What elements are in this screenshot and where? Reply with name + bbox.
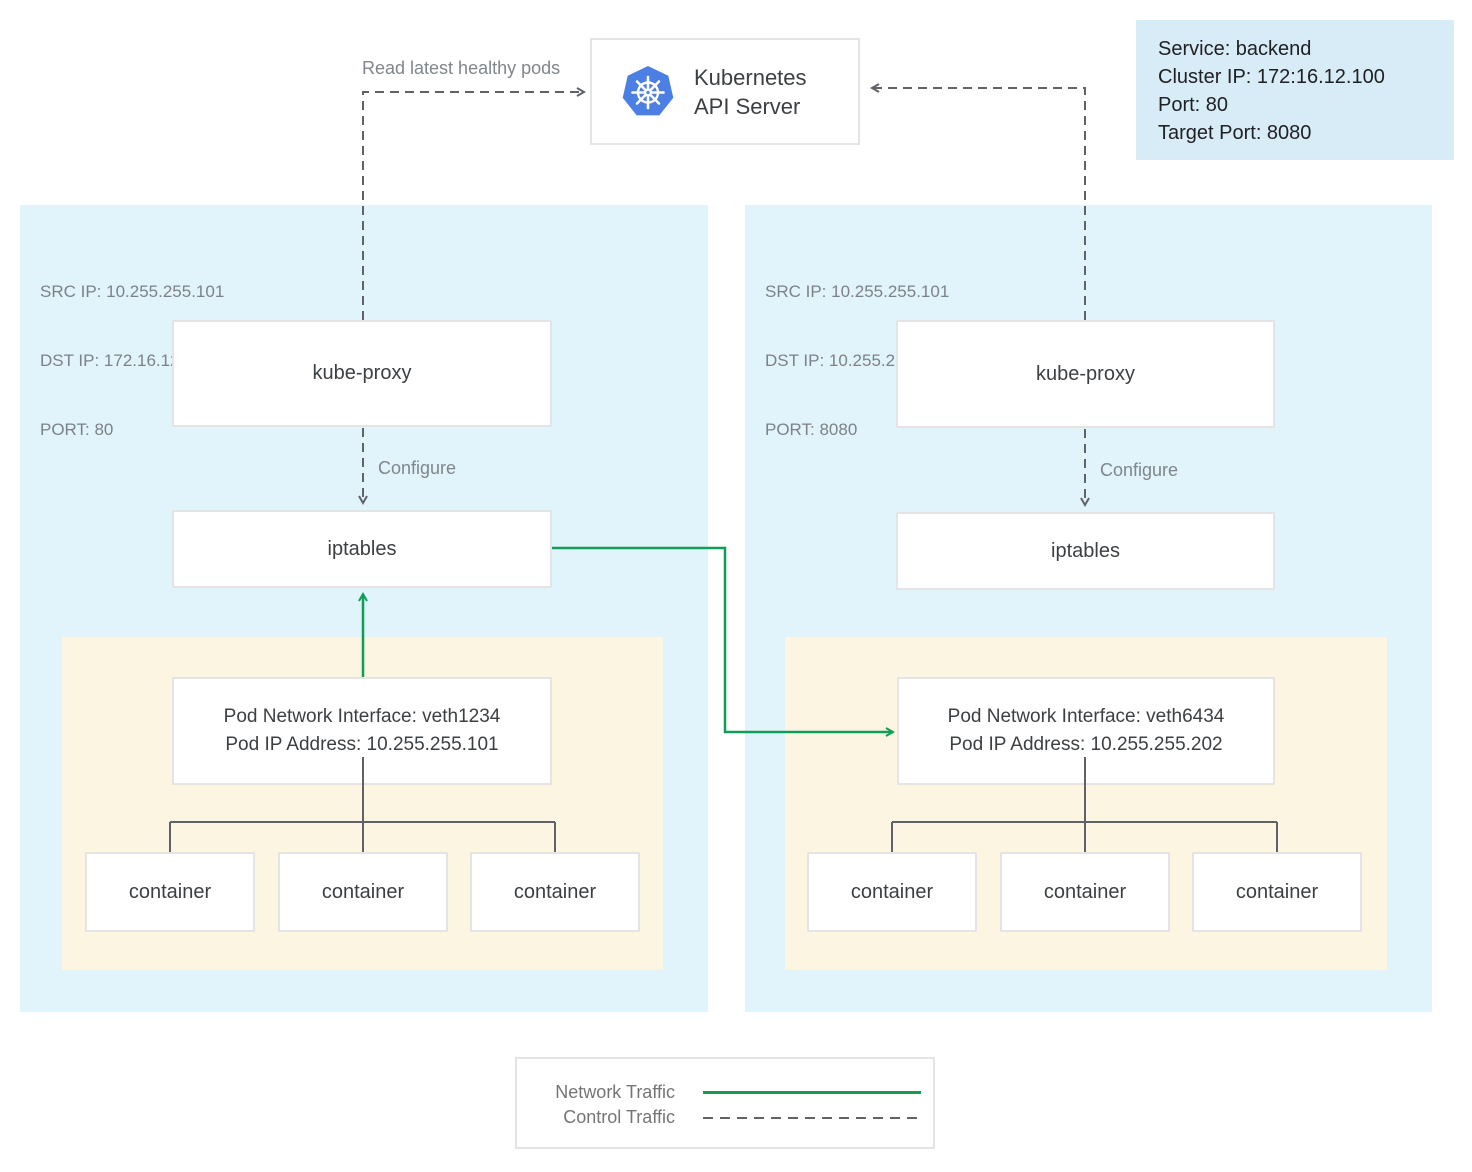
container-label: container bbox=[1235, 880, 1319, 903]
pod-interface-name-right: Pod Network Interface: veth6434 bbox=[947, 706, 1225, 727]
api-server-title-line2: API Server bbox=[694, 93, 801, 119]
read-latest-healthy-pods-label: Read latest healthy pods bbox=[362, 58, 561, 78]
api-server-box: Kubernetes API Server bbox=[590, 38, 860, 145]
legend-network-label: Network Traffic bbox=[555, 1082, 675, 1102]
legend-row-control: Control Traffic bbox=[517, 1105, 933, 1130]
kube-proxy-label-left: kube-proxy bbox=[312, 362, 412, 384]
pod-ip-right: Pod IP Address: 10.255.255.202 bbox=[949, 734, 1223, 755]
service-port: Port: 80 bbox=[1158, 94, 1229, 116]
pod-interface-name-left: Pod Network Interface: veth1234 bbox=[223, 706, 501, 727]
pod-interface-box-right: Pod Network Interface: veth6434 Pod IP A… bbox=[897, 677, 1275, 785]
iptables-label-left: iptables bbox=[327, 537, 397, 560]
kube-proxy-box-right: kube-proxy bbox=[896, 320, 1275, 428]
pod-interface-text-left: Pod Network Interface: veth1234 Pod IP A… bbox=[224, 703, 501, 759]
node-right-src-ip: SRC IP: 10.255.255.101 bbox=[765, 282, 950, 301]
kube-proxy-label-right: kube-proxy bbox=[1036, 362, 1135, 385]
node-left-src-ip: SRC IP: 10.255.255.101 bbox=[40, 282, 225, 301]
legend-control-line-sample bbox=[703, 1116, 921, 1119]
configure-label-left: Configure bbox=[378, 458, 457, 478]
iptables-box-left: iptables bbox=[172, 510, 552, 588]
container-box: container bbox=[1000, 852, 1170, 932]
kube-proxy-box-left: kube-proxy bbox=[172, 320, 552, 427]
pod-interface-text-right: Pod Network Interface: veth6434 Pod IP A… bbox=[948, 703, 1225, 759]
iptables-label-right: iptables bbox=[1051, 539, 1120, 562]
container-box: container bbox=[470, 852, 640, 932]
pod-interface-box-left: Pod Network Interface: veth1234 Pod IP A… bbox=[172, 677, 552, 785]
service-cluster-ip: Cluster IP: 172:16.12.100 bbox=[1158, 66, 1385, 88]
pod-ip-left: Pod IP Address: 10.255.255.101 bbox=[225, 734, 499, 755]
service-info-card: Service: backend Cluster IP: 172:16.12.1… bbox=[1136, 20, 1454, 160]
legend-box: Network Traffic Control Traffic bbox=[515, 1057, 935, 1149]
iptables-box-right: iptables bbox=[896, 512, 1275, 590]
configure-label-right: Configure bbox=[1100, 460, 1179, 480]
legend-control-label: Control Traffic bbox=[563, 1107, 675, 1127]
container-label: container bbox=[128, 880, 212, 903]
container-box: container bbox=[807, 852, 977, 932]
node-right-port: PORT: 8080 bbox=[765, 420, 858, 439]
container-label: container bbox=[850, 880, 934, 903]
service-target-port: Target Port: 8080 bbox=[1158, 122, 1312, 144]
container-box: container bbox=[1192, 852, 1362, 932]
kubernetes-logo-icon bbox=[622, 65, 674, 115]
container-label: container bbox=[513, 880, 597, 903]
api-server-title-line1: Kubernetes bbox=[694, 64, 807, 90]
container-label: container bbox=[1043, 880, 1127, 903]
legend-network-line-sample bbox=[703, 1091, 921, 1094]
container-box: container bbox=[278, 852, 448, 932]
container-label: container bbox=[321, 880, 405, 903]
node-left-port: PORT: 80 bbox=[40, 420, 114, 439]
legend-row-network: Network Traffic bbox=[517, 1080, 933, 1105]
container-box: container bbox=[85, 852, 255, 932]
api-server-title: Kubernetes API Server bbox=[694, 63, 807, 121]
service-name: Service: backend bbox=[1158, 38, 1312, 60]
